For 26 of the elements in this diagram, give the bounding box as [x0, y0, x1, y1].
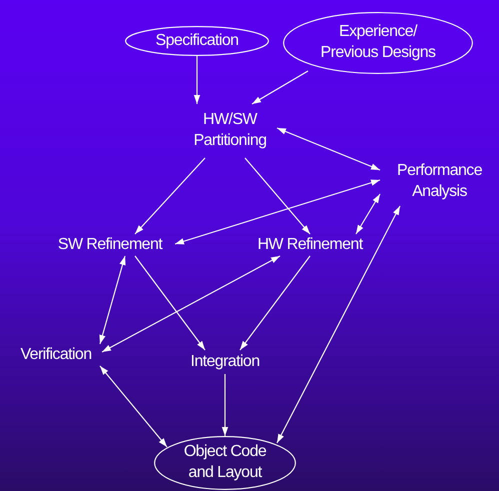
ellipse-node [154, 436, 296, 490]
arrow [222, 374, 228, 436]
node-label: Specification [156, 30, 238, 51]
arrow [240, 256, 310, 350]
arrow [102, 256, 280, 352]
step-label: HW Refinement [245, 234, 375, 256]
arrow [244, 158, 310, 234]
arrow [100, 366, 168, 448]
step-label: Integration [180, 350, 270, 374]
ellipse-node [283, 12, 473, 74]
step-label: Verification [10, 344, 102, 366]
node-label: Experience/ Previous Designs [320, 22, 436, 63]
step-label: SW Refinement [45, 234, 175, 256]
node-label: Object Code and Layout [182, 442, 268, 483]
step-label: Performance Analysis [380, 158, 499, 206]
ellipse-node [125, 26, 269, 56]
arrow [174, 179, 380, 245]
arrow [194, 56, 200, 104]
arrow [276, 128, 380, 170]
arrow [134, 256, 206, 350]
arrow [134, 158, 206, 234]
step-label: HW/SW Partitioning [183, 104, 277, 158]
arrow [356, 194, 380, 234]
arrow [252, 70, 308, 104]
arrow [99, 256, 126, 344]
arrow [276, 206, 400, 444]
